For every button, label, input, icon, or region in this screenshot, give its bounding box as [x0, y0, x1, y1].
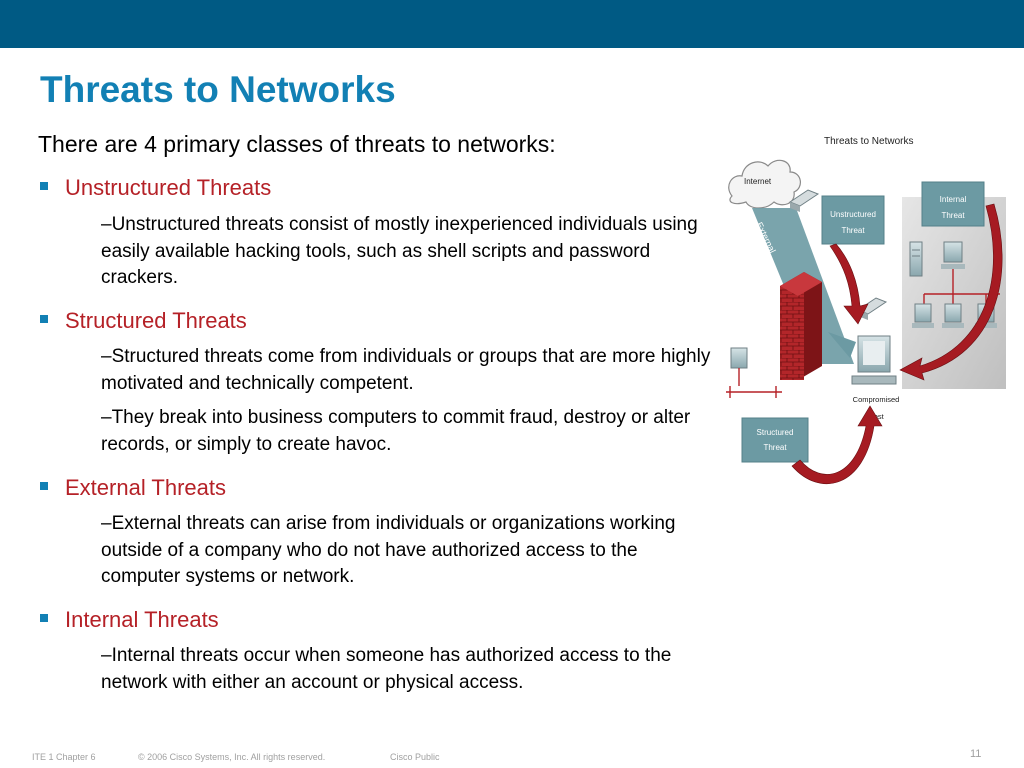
lan-line: [726, 368, 782, 398]
footer-classification: Cisco Public: [390, 752, 440, 762]
bullet-unstructured-threats: Unstructured Threats: [40, 173, 271, 203]
bullet-heading: Structured Threats: [65, 308, 247, 333]
header-bar: [0, 0, 1024, 48]
structured-arrow: [791, 405, 883, 485]
compromised-label: Compromised: [853, 395, 900, 404]
unstructured-threat-box: [821, 195, 885, 245]
structured-label: Threat: [763, 443, 787, 452]
structured-threat-box: [741, 417, 809, 463]
bullet-square-icon: [40, 482, 48, 491]
slide-title: Threats to Networks: [40, 69, 396, 110]
compromised-host-icon: [851, 335, 897, 385]
workstation-icon: [941, 241, 965, 269]
unstructured-label: Threat: [841, 226, 865, 235]
internet-cloud-icon: [728, 159, 801, 209]
bullet-heading: External Threats: [65, 475, 227, 500]
bullet-square-icon: [40, 182, 48, 191]
diagram-title: Threats to Networks: [824, 136, 913, 147]
unstructured-arrow: [829, 243, 869, 325]
footer-course: ITE 1 Chapter 6: [32, 752, 96, 762]
server-icon: [909, 241, 923, 277]
bullet-heading: Internal Threats: [65, 607, 219, 632]
ip-phone-icon: [788, 189, 820, 212]
sub-point: –External threats can arise from individ…: [101, 513, 676, 587]
page-number: 11: [970, 748, 982, 760]
sub-point: –Internal threats occur when someone has…: [101, 645, 672, 693]
firewall-icon: [780, 272, 822, 380]
sub-point: –Unstructured threats consist of mostly …: [101, 214, 698, 288]
bullet-heading: Unstructured Threats: [65, 175, 272, 200]
workstation-icon: [942, 303, 964, 328]
workstation-icon: [912, 303, 934, 328]
internal-label: Threat: [941, 211, 965, 220]
threats-diagram: Threats to Networks Internet External Th…: [726, 136, 1006, 485]
sub-point: –Structured threats come from individual…: [101, 346, 711, 394]
external-arrow-tip: [828, 332, 856, 358]
sub-point: –They break into business computers to c…: [101, 407, 691, 455]
unstructured-label: Unstructured: [830, 210, 876, 219]
bullet-external-threats: External Threats: [40, 473, 226, 503]
internet-label: Internet: [744, 177, 772, 186]
footer-copyright: © 2006 Cisco Systems, Inc. All rights re…: [138, 752, 326, 762]
bullet-square-icon: [40, 315, 48, 324]
bullet-square-icon: [40, 614, 48, 623]
intro-text: There are 4 primary classes of threats t…: [38, 131, 556, 157]
internal-arrow: [899, 203, 1003, 381]
workstation-icon: [730, 347, 748, 369]
structured-label: Structured: [757, 428, 794, 437]
internal-label: Internal: [940, 195, 967, 204]
internal-threat-box: [921, 181, 985, 227]
bullet-structured-threats: Structured Threats: [40, 306, 247, 336]
internal-lan-lines: [923, 269, 1000, 304]
bullet-internal-threats: Internal Threats: [40, 605, 219, 635]
